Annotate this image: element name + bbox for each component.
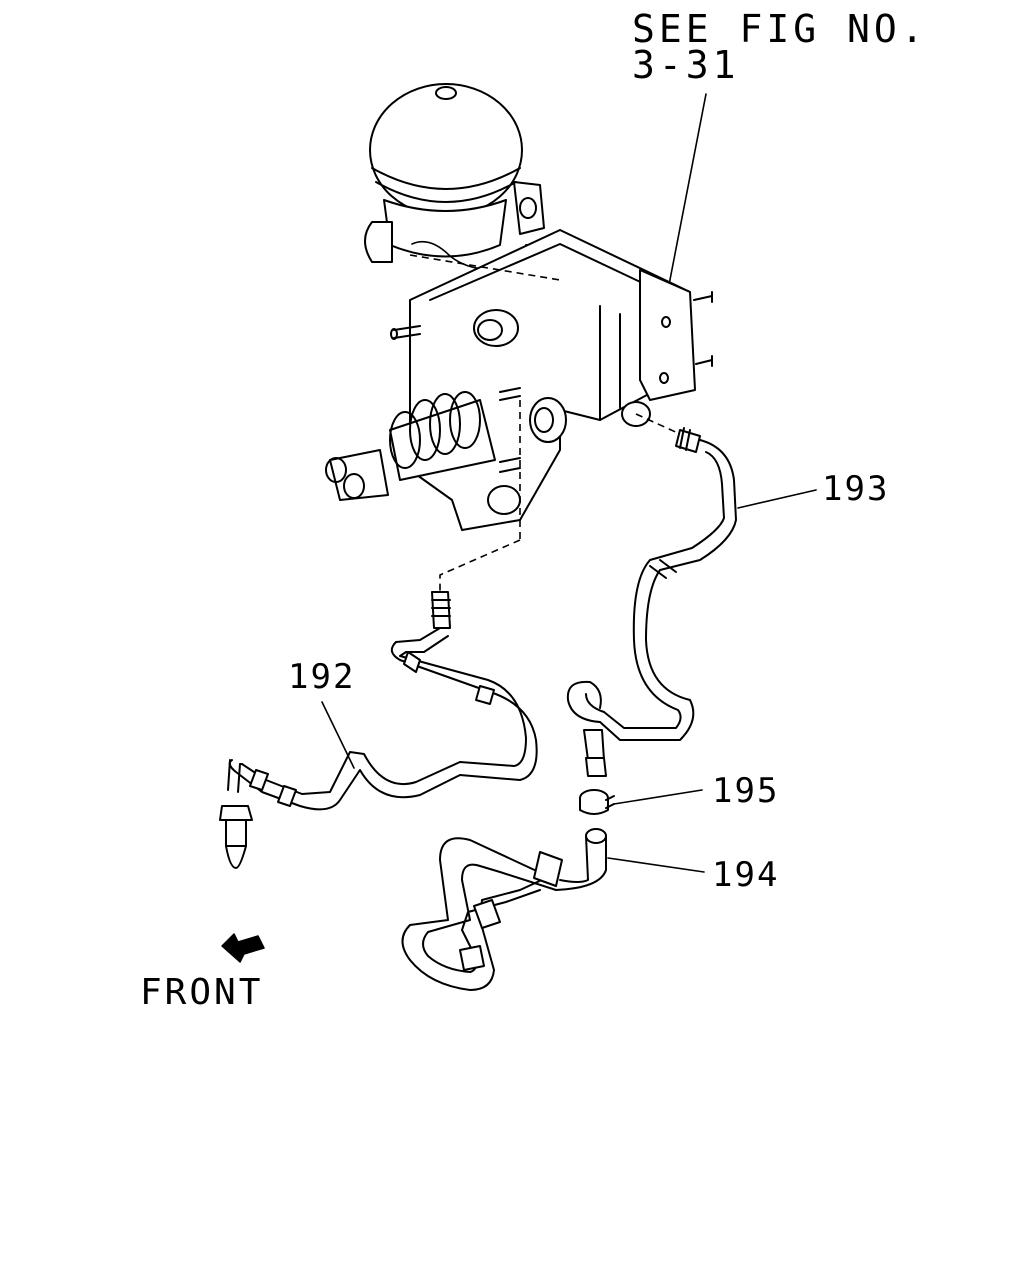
callout-194-leader [607,857,705,873]
hose-194 [401,828,607,991]
hydraulic-unit-assembly [325,83,713,540]
pipe-193 [566,413,737,777]
clip-195 [579,789,615,815]
callout-193-leader [737,489,817,509]
front-arrow-icon [221,933,265,963]
callout-195: 195 [712,771,779,811]
callout-192-leader [321,701,355,769]
callout-194: 194 [712,855,779,895]
pipe-192 [219,539,538,869]
reference-leader [667,93,707,291]
reference-line-1: SEE FIG NO. [632,7,928,51]
reservoir-sphere [369,83,523,217]
front-label: FRONT [140,972,263,1013]
callout-192: 192 [288,657,355,697]
callout-195-leader [613,789,703,805]
reference-line-2: 3-31 [632,43,740,87]
callout-193: 193 [822,469,889,509]
